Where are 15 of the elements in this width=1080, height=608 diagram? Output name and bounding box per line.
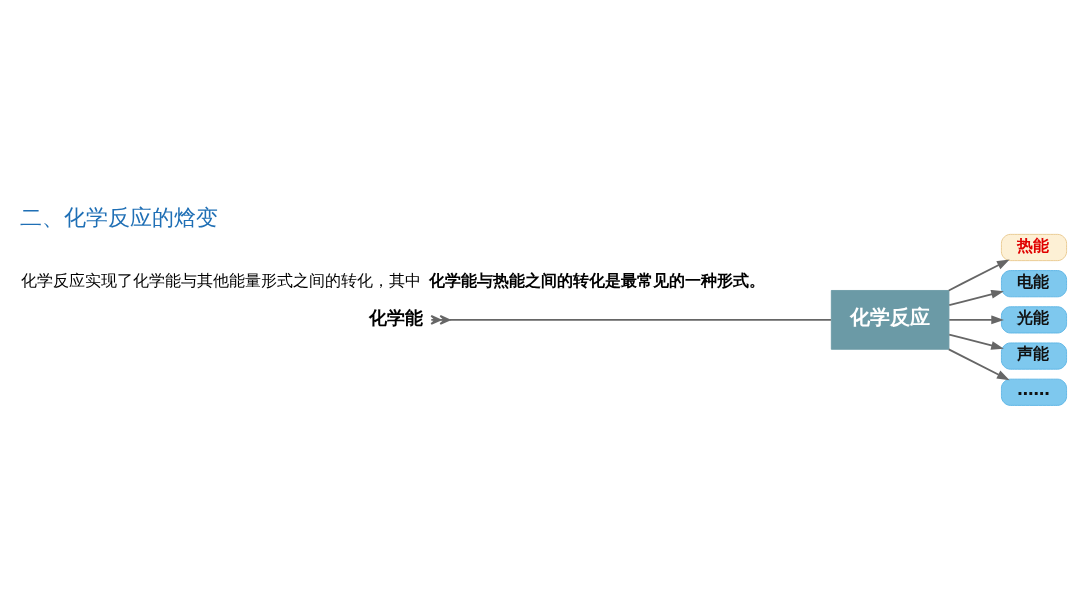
node-box: …… <box>1000 378 1067 406</box>
node-box: 热能 <box>1000 233 1067 261</box>
node-box: 电能 <box>1000 269 1067 297</box>
arrow <box>947 258 1010 291</box>
arrow <box>948 333 1004 350</box>
arrow <box>948 314 1004 324</box>
node-box: 化学反应 <box>830 289 950 350</box>
node-box: 光能 <box>1000 305 1067 333</box>
diagram-title: 二、化学反应的焓变 <box>19 204 218 230</box>
node-text: 化学能 <box>368 306 423 327</box>
arrow <box>948 289 1004 306</box>
arrow <box>947 347 1010 380</box>
label: 化学反应实现了化学能与其他能量形式之间的转化，其中化学能与热能之间的转化是最常见的一种形式。 <box>20 270 765 290</box>
node-box: 声能 <box>1000 342 1067 370</box>
connector <box>430 314 832 325</box>
